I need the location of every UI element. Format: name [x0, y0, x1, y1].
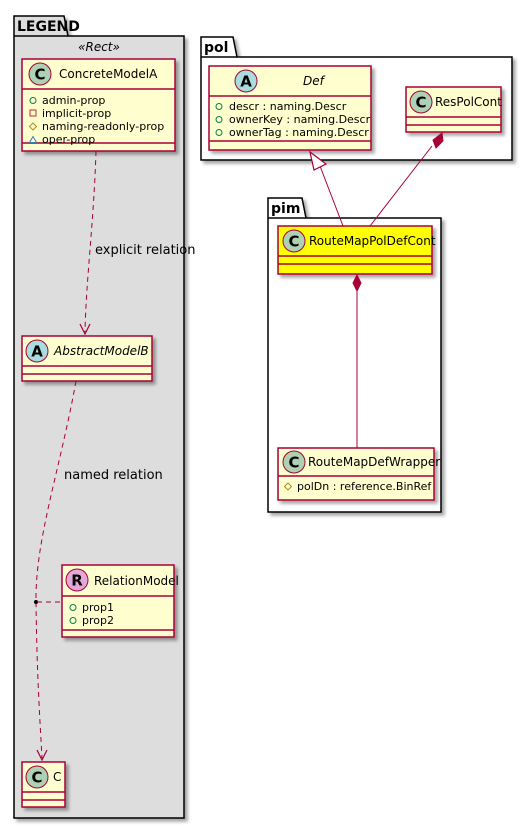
edge-label: named relation — [64, 468, 163, 483]
abstract-class-icon — [25, 339, 49, 363]
edge-composition-res-pol-cont[interactable] — [369, 132, 444, 227]
composition-diamond-icon — [432, 132, 444, 149]
class-res-pol-cont[interactable]: C ResPolCont — [405, 86, 502, 133]
svg-text:R: R — [71, 572, 83, 590]
class-relation-model[interactable]: R RelationModel prop1 prop2 — [61, 564, 179, 638]
inheritance-arrow-icon — [309, 150, 328, 171]
svg-text:C: C — [288, 233, 299, 251]
protected-visibility-icon — [28, 122, 38, 131]
class-name: ResPolCont — [435, 95, 502, 109]
class-c-icon — [282, 229, 306, 253]
edge-composition-route-map-def-wrapper[interactable] — [352, 273, 362, 448]
public-visibility-icon — [215, 103, 223, 110]
attribute: descr : naming.Descr — [229, 100, 347, 113]
class-name: AbstractModelB — [53, 344, 149, 358]
class-route-map-def-wrapper[interactable]: C RouteMapDefWrapper polDn : reference.B… — [277, 447, 440, 501]
attribute-list: polDn : reference.BinRef — [283, 480, 432, 493]
svg-text:A: A — [31, 343, 43, 361]
class-name: RelationModel — [94, 574, 179, 588]
attribute: prop1 — [82, 601, 114, 614]
class-c-icon — [25, 765, 49, 789]
class-def[interactable]: A Def descr : naming.Descr ownerKey : na… — [208, 65, 372, 151]
class-c[interactable]: C C — [21, 761, 66, 808]
class-concrete-model-a[interactable]: C ConcreteModelA admin-prop implicit-pro… — [21, 58, 176, 152]
abstract-class-icon — [234, 69, 258, 93]
attribute: oper-prop — [42, 133, 95, 146]
package-title-pol: pol — [204, 40, 228, 56]
package-pim[interactable]: pim — [267, 197, 442, 513]
class-name: RouteMapDefWrapper — [308, 455, 440, 469]
class-abstract-model-b[interactable]: A AbstractModelB — [21, 335, 153, 382]
public-visibility-icon — [29, 97, 37, 104]
edge-explicit-relation[interactable]: explicit relation — [79, 150, 195, 336]
private-visibility-icon — [29, 109, 37, 117]
class-name: C — [53, 770, 61, 784]
class-name: ConcreteModelA — [59, 67, 158, 81]
class-name: RouteMapPolDefCont — [309, 234, 436, 248]
protected-visibility-icon — [283, 482, 293, 491]
package-title-pim: pim — [271, 201, 300, 217]
association-point — [34, 600, 38, 604]
attribute: admin-prop — [42, 94, 105, 107]
edge-named-relation[interactable]: named relation — [34, 380, 163, 762]
attribute: prop2 — [82, 614, 114, 627]
svg-text:C: C — [288, 454, 299, 472]
attribute: ownerTag : naming.Descr — [229, 126, 369, 139]
class-c-icon — [282, 450, 306, 474]
relation-class-icon — [65, 568, 89, 592]
attribute: implicit-prop — [42, 107, 111, 120]
svg-text:C: C — [415, 94, 426, 112]
svg-text:C: C — [31, 769, 42, 787]
attribute: naming-readonly-prop — [42, 120, 164, 133]
package-visibility-icon — [28, 135, 38, 143]
svg-text:C: C — [34, 66, 45, 84]
attribute-list: descr : naming.Descr ownerKey : naming.D… — [215, 100, 371, 139]
public-visibility-icon — [69, 617, 77, 624]
public-visibility-icon — [69, 604, 77, 611]
class-c-icon — [28, 62, 52, 86]
class-name: Def — [303, 74, 326, 88]
class-route-map-pol-def-cont[interactable]: C RouteMapPolDefCont — [277, 225, 436, 275]
composition-diamond-icon — [352, 273, 362, 293]
attribute-list: prop1 prop2 — [69, 601, 114, 627]
package-title-legend: LEGEND — [17, 19, 80, 35]
package-stereotype: «Rect» — [78, 40, 120, 54]
edge-generalization-def[interactable] — [309, 150, 344, 227]
edge-label: explicit relation — [95, 243, 195, 258]
attribute-list: admin-prop implicit-prop naming-readonly… — [28, 94, 164, 146]
public-visibility-icon — [215, 116, 223, 123]
public-visibility-icon — [215, 129, 223, 136]
attribute: ownerKey : naming.Descr — [229, 113, 371, 126]
class-c-icon — [409, 90, 433, 114]
attribute: polDn : reference.BinRef — [297, 480, 432, 493]
svg-text:A: A — [240, 73, 252, 91]
